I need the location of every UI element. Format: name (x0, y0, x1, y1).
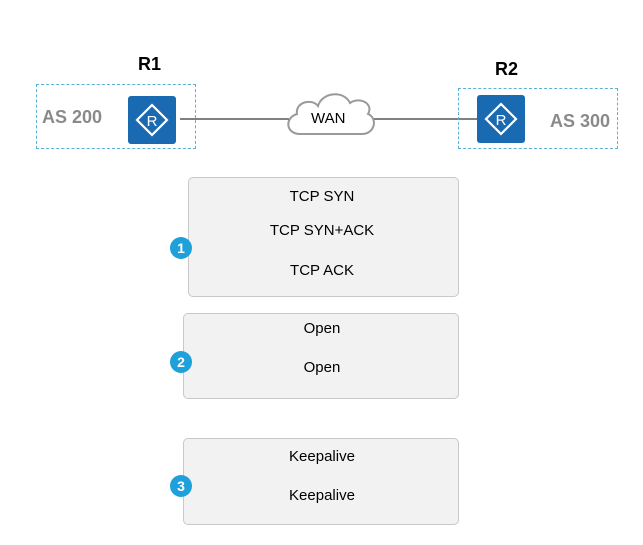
router-glyph: R (484, 102, 518, 136)
message-tcp-syn: TCP SYN (289, 188, 355, 205)
router-icon[interactable]: R (128, 96, 176, 144)
svg-text:R: R (147, 113, 158, 130)
as-200-box (36, 84, 196, 149)
step-badge-2: 2 (170, 351, 192, 373)
step-3-panel (183, 438, 459, 525)
svg-text:R: R (496, 112, 507, 129)
step-badge-3: 3 (170, 475, 192, 497)
router-glyph: R (135, 103, 169, 137)
message-keepalive-forward: Keepalive (289, 448, 355, 465)
message-open-forward: Open (303, 320, 341, 337)
router-name-r2: R2 (495, 59, 519, 79)
step-2-panel (183, 313, 459, 399)
message-open-backward: Open (303, 359, 341, 376)
cloud-icon (287, 93, 375, 135)
message-tcp-ack: TCP ACK (290, 262, 354, 279)
as-label-r2: AS 300 (550, 111, 611, 131)
router-name-r1: R1 (138, 54, 162, 74)
message-keepalive-backward: Keepalive (289, 487, 355, 504)
message-tcp-syn-ack: TCP SYN+ACK (269, 222, 375, 239)
as-label-r1: AS 200 (42, 107, 103, 127)
step-1-panel (188, 177, 459, 297)
router-icon[interactable]: R (477, 95, 525, 143)
step-badge-1: 1 (170, 237, 192, 259)
as-300-box (458, 88, 618, 149)
wan-label: WAN (311, 110, 346, 127)
